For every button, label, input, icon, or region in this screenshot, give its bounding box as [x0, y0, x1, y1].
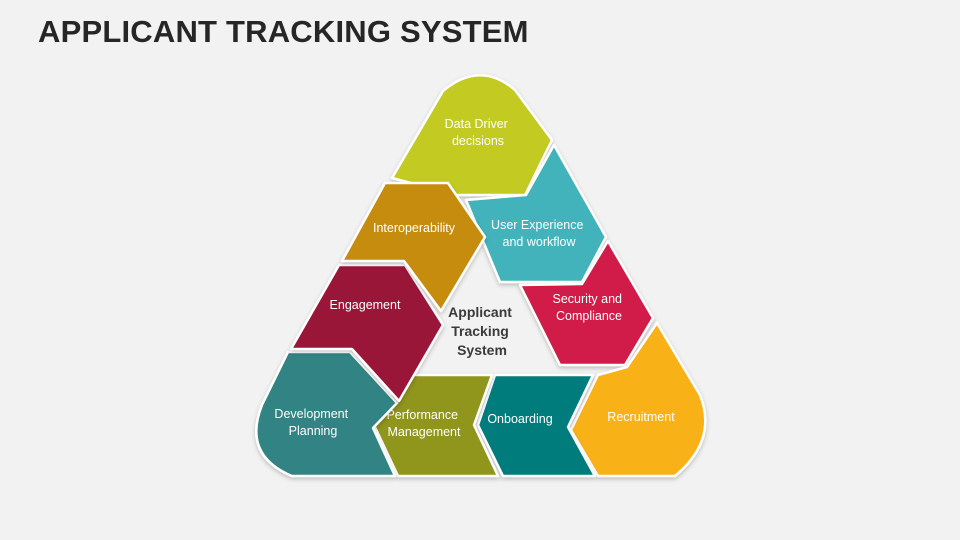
segment-recruitment: Recruitment: [569, 321, 707, 478]
segment-label-line: User Experience: [491, 218, 583, 232]
segment-label-line: Onboarding: [487, 412, 552, 426]
segment-label-line: Planning: [289, 424, 338, 438]
segment-label-line: Performance: [386, 408, 458, 422]
segment-shape: [518, 239, 655, 367]
segment-label: Onboarding: [487, 412, 552, 426]
segment-label-line: Data Driver: [445, 117, 508, 131]
center-label-line: Applicant: [448, 304, 512, 320]
segment-performance-management: Performance Management: [372, 373, 500, 478]
segment-label-line: Interoperability: [373, 221, 456, 235]
segment-label: Performance Management: [386, 408, 461, 439]
center-label-line: System: [457, 342, 507, 358]
segment-label-line: Compliance: [556, 309, 622, 323]
segment-interoperability: Interoperability: [340, 181, 487, 313]
segment-label: Data Driver decisions: [445, 117, 512, 148]
segment-shape: [255, 350, 399, 478]
segment-label: Interoperability: [373, 221, 456, 235]
segment-onboarding: Onboarding: [476, 373, 597, 478]
segment-shape: [289, 263, 445, 403]
segment-shape: [569, 321, 707, 478]
segment-shape: [340, 181, 487, 313]
segment-engagement: Engagement: [289, 263, 445, 403]
segment-label-line: Management: [388, 425, 461, 439]
segment-security-and-compliance: Security and Compliance: [518, 239, 655, 367]
segment-label-line: Engagement: [330, 298, 401, 312]
segment-label-line: Recruitment: [607, 410, 675, 424]
segment-label: Development Planning: [274, 407, 351, 438]
segment-shape: [476, 373, 597, 478]
segment-label-line: decisions: [452, 134, 504, 148]
segment-development-planning: Development Planning: [255, 350, 399, 478]
segment-label: User Experience and workflow: [491, 218, 587, 249]
segment-data-driver-decisions: Data Driver decisions: [390, 74, 554, 197]
segment-label-line: Development: [274, 407, 348, 421]
slide-title: APPLICANT TRACKING SYSTEM: [38, 14, 529, 49]
center-label-line: Tracking: [451, 323, 509, 339]
segment-label: Security and Compliance: [553, 292, 626, 323]
segment-shape: [390, 74, 554, 197]
segment-label-line: Security and: [553, 292, 623, 306]
segment-label: Engagement: [330, 298, 401, 312]
segment-label: Recruitment: [607, 410, 675, 424]
center-label: Applicant Tracking System: [448, 304, 516, 358]
segment-user-experience-and-workflow: User Experience and workflow: [464, 143, 608, 284]
segment-label-line: and workflow: [503, 235, 577, 249]
